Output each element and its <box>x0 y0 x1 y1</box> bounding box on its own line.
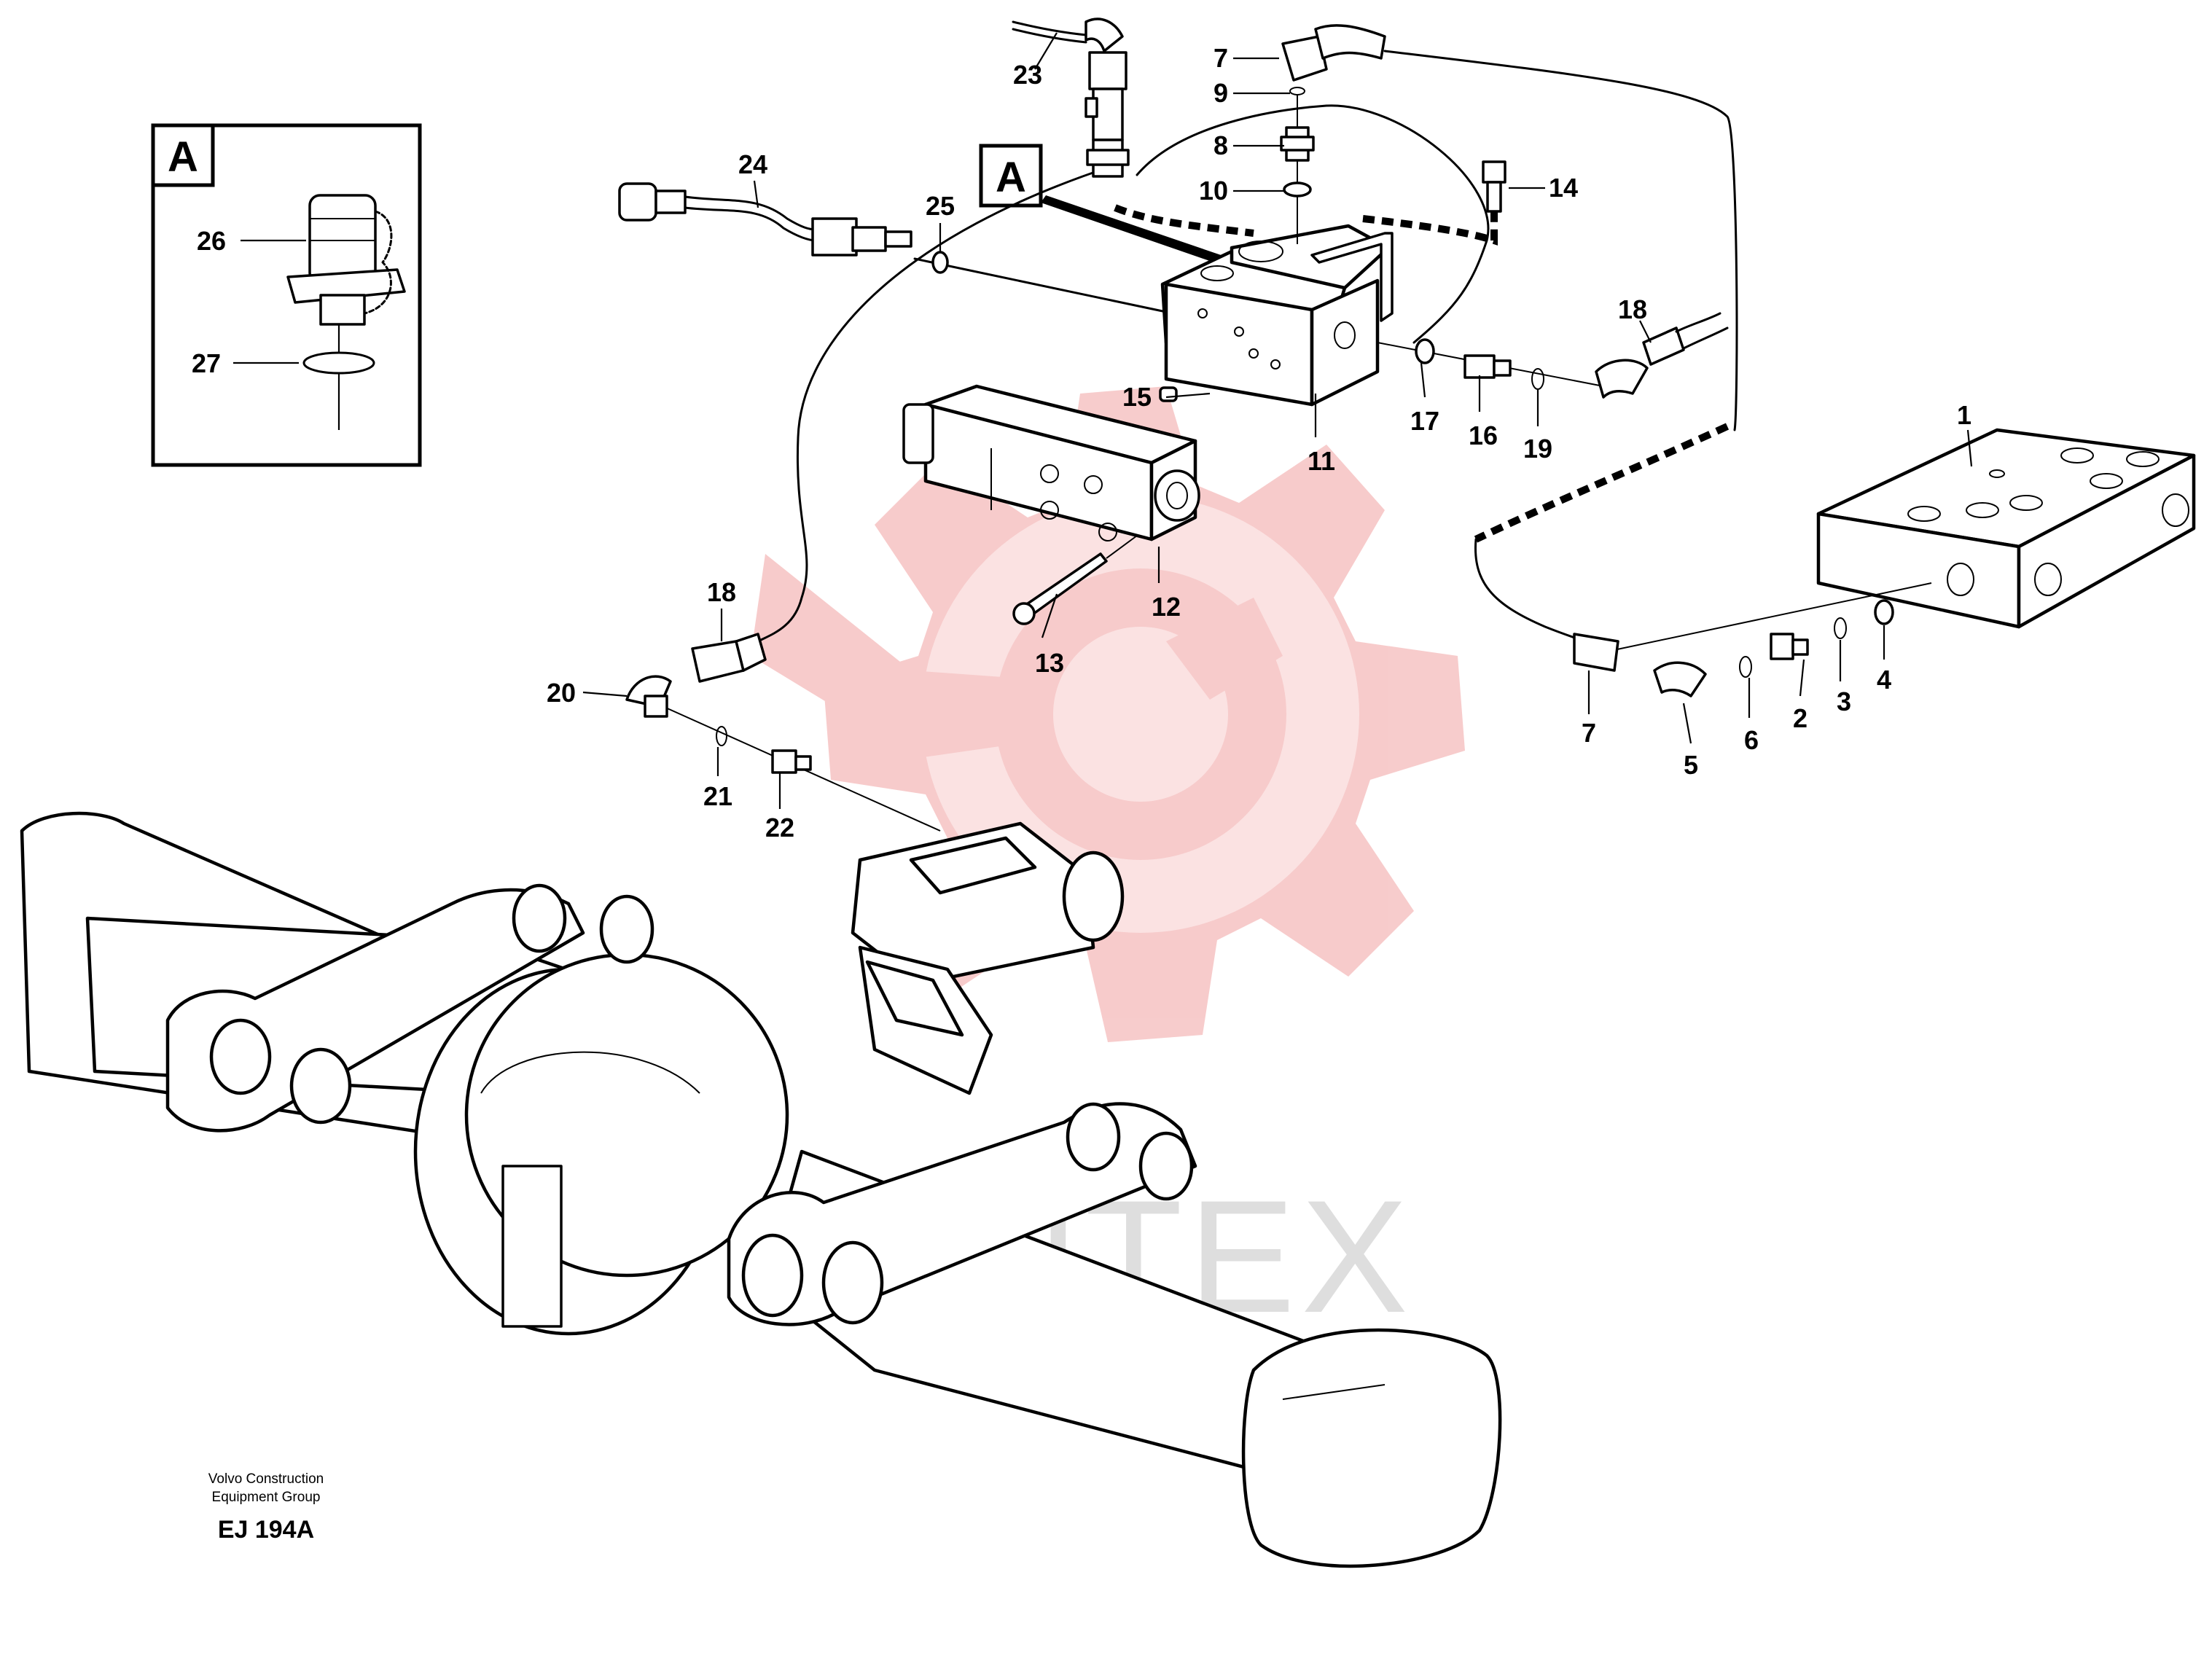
callout-13: 13 <box>1035 648 1064 678</box>
company-line-2: Equipment Group <box>212 1490 321 1505</box>
detail-a-marker: A <box>979 144 1232 266</box>
callout-4: 4 <box>1877 665 1891 695</box>
solenoid-valve-icon <box>902 384 1200 541</box>
callout-17: 17 <box>1410 406 1439 436</box>
callout-7-bottom: 7 <box>1582 718 1596 748</box>
footer-block: Volvo Construction Equipment Group EJ 19… <box>208 1471 324 1544</box>
dashed-hose-paths <box>1114 204 1730 543</box>
bolt-14-icon <box>1482 160 1506 213</box>
callout-7-top: 7 <box>1214 43 1228 73</box>
company-line-1: Volvo Construction <box>208 1471 324 1487</box>
callout-1: 1 <box>1957 400 1971 430</box>
drawing-code: EJ 194A <box>218 1516 314 1544</box>
callout-leaders <box>582 32 1973 809</box>
fittings-16-19-icon <box>1377 312 1729 399</box>
callout-labels: 7 9 8 10 14 23 24 25 15 11 17 16 19 18 1… <box>547 43 1971 842</box>
callout-9: 9 <box>1214 78 1228 108</box>
callout-24: 24 <box>738 149 767 179</box>
callout-8: 8 <box>1214 130 1228 160</box>
callout-23: 23 <box>1013 60 1042 90</box>
callout-2: 2 <box>1793 703 1807 733</box>
callout-16: 16 <box>1469 421 1498 450</box>
detail-a-inset: A 26 27 <box>151 123 422 467</box>
callout-15: 15 <box>1122 382 1152 412</box>
valve-block-1-icon <box>1816 428 2196 629</box>
fittings-2-7-icon <box>1573 582 1932 697</box>
callout-6: 6 <box>1744 725 1759 755</box>
inset-marker-label: A <box>168 133 198 181</box>
callout-20: 20 <box>547 678 576 708</box>
manifold-block-icon <box>1160 224 1394 407</box>
top-fitting-stack-icon <box>1280 24 1386 244</box>
callout-21: 21 <box>703 781 732 811</box>
callout-14: 14 <box>1549 173 1578 203</box>
callout-25: 25 <box>926 191 955 221</box>
callout-12: 12 <box>1152 592 1181 622</box>
washer-25-icon <box>931 251 949 274</box>
callout-10: 10 <box>1199 176 1228 206</box>
callout-3: 3 <box>1837 687 1851 716</box>
tee-fitting-23-icon <box>1084 17 1130 178</box>
callout-19: 19 <box>1523 434 1552 464</box>
callout-5: 5 <box>1684 750 1698 780</box>
callout-18-top: 18 <box>1618 294 1647 324</box>
screw-13-icon <box>1012 535 1138 625</box>
hose-24-icon <box>618 182 912 257</box>
quick-coupling-icon <box>286 194 406 326</box>
callout-11: 11 <box>1308 446 1335 476</box>
detail-marker-label: A <box>996 154 1026 201</box>
callout-26: 26 <box>197 226 226 256</box>
axle-housing-icon <box>20 811 1502 1568</box>
o-ring-icon <box>302 351 375 375</box>
fittings-18-22-icon <box>625 633 941 832</box>
callout-22: 22 <box>765 813 794 842</box>
plug-15-icon <box>1159 386 1178 402</box>
callout-27: 27 <box>192 348 221 378</box>
callout-18-left: 18 <box>707 577 736 607</box>
